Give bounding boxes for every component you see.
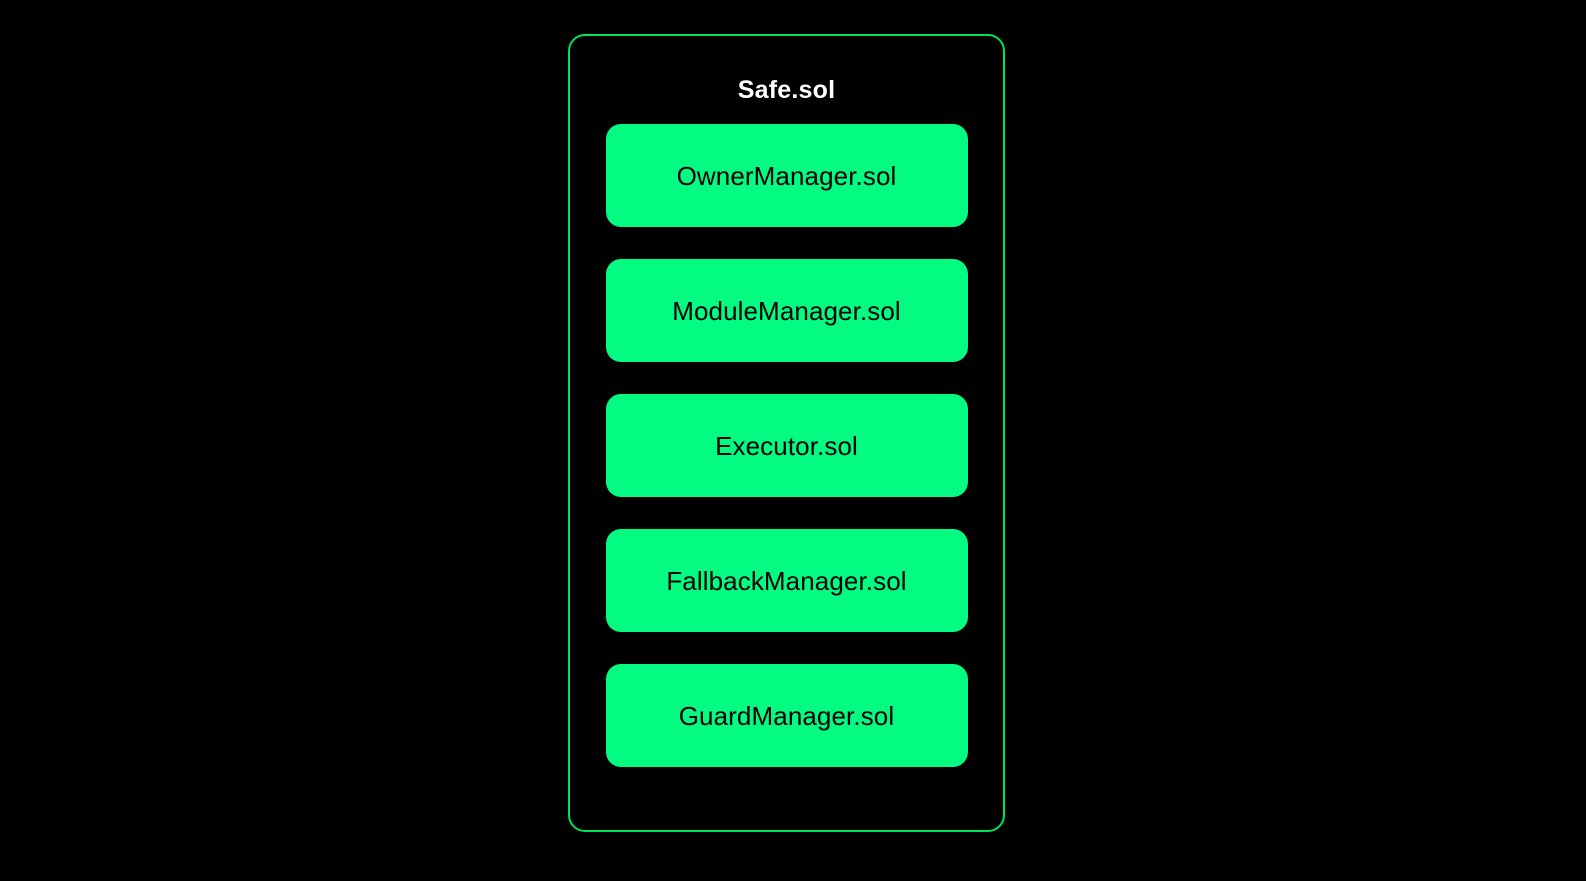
module-label: FallbackManager.sol [666, 565, 907, 596]
module-label: Executor.sol [715, 430, 858, 461]
module-list: OwnerManager.sol ModuleManager.sol Execu… [570, 124, 1003, 767]
module-box-module-manager[interactable]: ModuleManager.sol [605, 259, 968, 362]
module-box-owner-manager[interactable]: OwnerManager.sol [605, 124, 968, 227]
module-label: ModuleManager.sol [672, 295, 901, 326]
module-box-executor[interactable]: Executor.sol [605, 394, 968, 497]
module-label: GuardManager.sol [678, 700, 895, 731]
safe-sol-container: Safe.sol OwnerManager.sol ModuleManager.… [568, 34, 1005, 832]
container-title: Safe.sol [737, 76, 836, 104]
module-label: OwnerManager.sol [676, 160, 897, 191]
module-box-guard-manager[interactable]: GuardManager.sol [605, 664, 968, 767]
module-box-fallback-manager[interactable]: FallbackManager.sol [605, 529, 968, 632]
